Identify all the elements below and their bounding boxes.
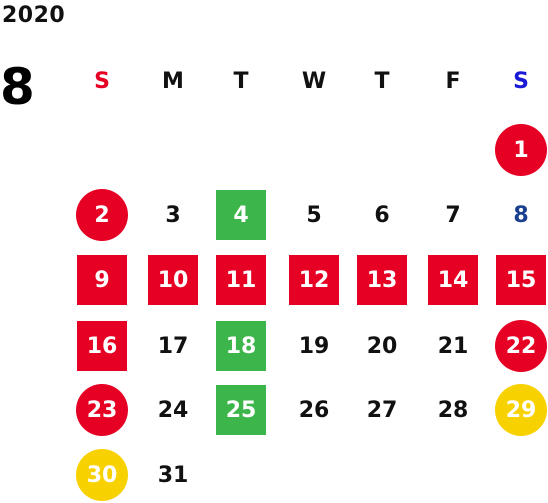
day-cell-4[interactable]: 4 [216,190,266,240]
month-label: 8 [0,58,35,116]
day-cell-8[interactable]: 8 [513,202,529,228]
weekday-1: M [162,69,184,94]
day-cell-6[interactable]: 6 [374,202,390,228]
day-cell-29[interactable]: 29 [495,384,547,436]
day-cell-1[interactable]: 1 [495,124,547,176]
day-cell-11[interactable]: 11 [216,255,266,305]
day-cell-10[interactable]: 10 [148,255,198,305]
day-cell-15[interactable]: 15 [496,255,546,305]
day-cell-17[interactable]: 17 [157,333,189,359]
weekday-6: S [513,69,529,94]
day-cell-2[interactable]: 2 [76,189,128,241]
year-label: 2020 [2,3,66,28]
day-cell-3[interactable]: 3 [165,202,181,228]
day-cell-20[interactable]: 20 [366,333,398,359]
day-cell-25[interactable]: 25 [216,385,266,435]
day-cell-30[interactable]: 30 [76,449,128,501]
weekday-3: W [301,69,327,94]
day-cell-19[interactable]: 19 [298,333,330,359]
day-cell-31[interactable]: 31 [157,462,189,488]
day-cell-16[interactable]: 16 [77,321,127,371]
day-cell-5[interactable]: 5 [306,202,322,228]
day-cell-13[interactable]: 13 [357,255,407,305]
day-cell-26[interactable]: 26 [298,397,330,423]
day-cell-12[interactable]: 12 [289,255,339,305]
day-cell-7[interactable]: 7 [445,202,461,228]
day-cell-27[interactable]: 27 [366,397,398,423]
day-cell-18[interactable]: 18 [216,321,266,371]
day-cell-14[interactable]: 14 [428,255,478,305]
weekday-4: T [374,69,390,94]
day-cell-9[interactable]: 9 [77,255,127,305]
weekday-2: T [233,69,249,94]
day-cell-28[interactable]: 28 [437,397,469,423]
weekday-0: S [94,69,110,94]
day-cell-21[interactable]: 21 [437,333,469,359]
day-cell-23[interactable]: 23 [76,384,128,436]
weekday-5: F [445,69,461,94]
day-cell-22[interactable]: 22 [495,320,547,372]
day-cell-24[interactable]: 24 [157,397,189,423]
